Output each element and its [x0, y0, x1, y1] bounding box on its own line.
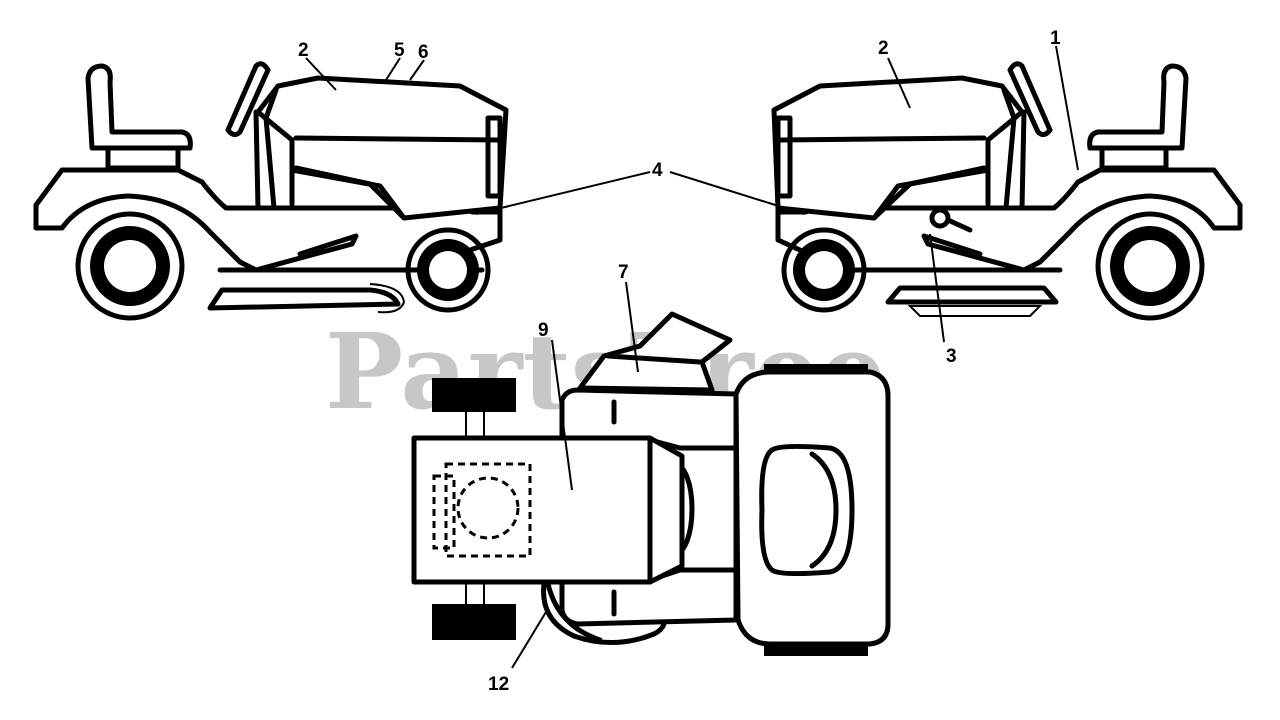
callout-2-right: 2	[878, 38, 889, 59]
callout-7: 7	[618, 262, 629, 283]
right-tractor	[771, 61, 1243, 321]
callout-1: 1	[1050, 28, 1061, 49]
left-tractor	[33, 61, 509, 321]
callout-9: 9	[538, 320, 549, 341]
callout-12: 12	[488, 674, 509, 695]
callout-2-left: 2	[298, 40, 309, 61]
leader-lines	[305, 45, 1079, 669]
callout-5: 5	[394, 40, 405, 61]
callout-4: 4	[652, 160, 663, 181]
callout-6: 6	[418, 42, 429, 63]
top-view-tractor	[411, 311, 891, 656]
callout-3: 3	[946, 346, 957, 367]
